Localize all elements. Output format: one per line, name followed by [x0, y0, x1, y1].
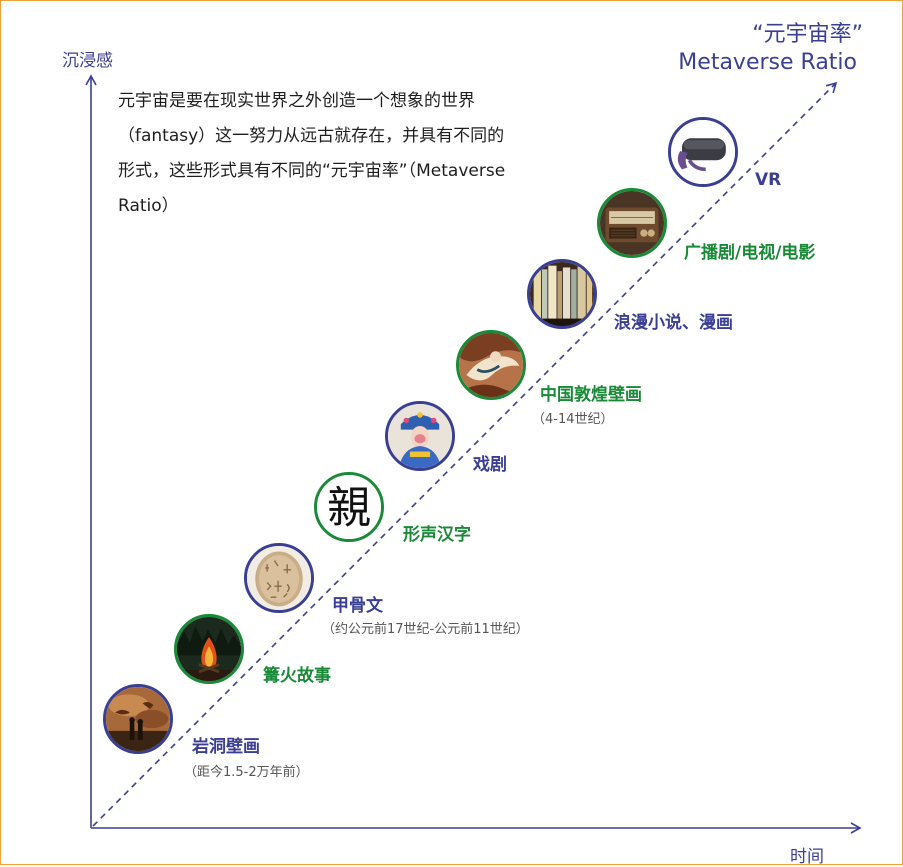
radio-image — [597, 188, 667, 258]
chinese-character-glyph: 親 — [327, 483, 371, 534]
stage-label-novels-comics: 浪漫小说、漫画 — [614, 313, 733, 333]
bonfire-image — [174, 614, 244, 684]
title-english: Metaverse Ratio — [678, 50, 857, 75]
stage-sub-cave-painting: （距今1.5-2万年前） — [184, 765, 309, 780]
stage-label-cave-painting: 岩洞壁画 — [192, 737, 260, 757]
dunhuang-mural-image — [456, 330, 526, 400]
x-axis-label: 时间 — [790, 847, 824, 867]
oracle-bone-image — [244, 543, 314, 613]
stage-sub-dunhuang: （4-14世纪） — [532, 412, 614, 427]
stage-sub-oracle-bone: （约公元前17世纪-公元前11世纪） — [322, 622, 529, 637]
vr-headset-image — [668, 117, 738, 187]
stage-label-vr: VR — [755, 170, 782, 190]
title-chinese: “元宇宙率” — [752, 22, 863, 47]
cave-painting-image — [103, 684, 173, 754]
stage-label-opera: 戏剧 — [473, 455, 507, 475]
stage-label-oracle-bone: 甲骨文 — [332, 596, 383, 616]
bookshelf-image — [527, 259, 597, 329]
y-axis-label: 沉浸感 — [62, 51, 113, 71]
peking-opera-image — [385, 401, 455, 471]
stage-label-dunhuang: 中国敦煌壁画 — [540, 385, 642, 405]
description-text: 元宇宙是要在现实世界之外创造一个想象的世界（fantasy）这一努力从远古就存在… — [118, 91, 506, 216]
stage-label-radio-tv-film: 广播剧/电视/电影 — [684, 243, 816, 263]
stage-label-bonfire: 篝火故事 — [263, 666, 331, 686]
stage-label-chinese-character: 形声汉字 — [403, 525, 471, 545]
chinese-character-image: 親 — [314, 472, 384, 542]
